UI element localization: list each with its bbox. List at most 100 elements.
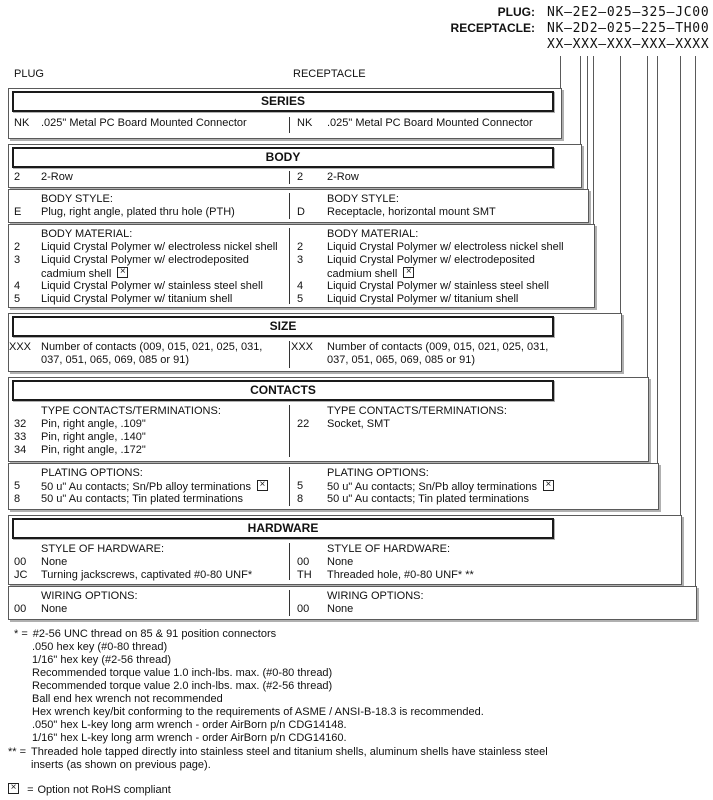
hardware-row-desc: None bbox=[41, 556, 68, 568]
plug-part-number-value: NK–2E2–025–325–JC00 bbox=[547, 5, 710, 20]
section-body: BODY 2 2-Row 2 2-Row bbox=[8, 144, 582, 188]
hardware-row-desc: None bbox=[327, 556, 354, 568]
material-row-desc: Liquid Crystal Polymer w/ stainless stee… bbox=[41, 280, 263, 292]
contact-row-code: 34 bbox=[14, 444, 27, 456]
contact-row-code: 33 bbox=[14, 431, 27, 443]
body-style-label-plug: BODY STYLE: bbox=[41, 193, 113, 205]
column-divider bbox=[289, 341, 290, 368]
hardware-row-desc: Turning jackscrews, captivated #0-80 UNF… bbox=[41, 569, 253, 581]
body-style-label-receptacle: BODY STYLE: bbox=[327, 193, 399, 205]
section-plating: PLATING OPTIONS: PLATING OPTIONS: 5 50 u… bbox=[8, 463, 659, 510]
material-row-desc: Liquid Crystal Polymer w/ electrodeposit… bbox=[327, 254, 535, 266]
material-row-code: 2 bbox=[14, 241, 21, 253]
size-plug-desc2: 037, 051, 065, 069, 085 or 91) bbox=[41, 354, 190, 366]
footnote-double-star: ** =Threaded hole tapped directly into s… bbox=[8, 746, 548, 759]
plating-row-code: 5 bbox=[297, 480, 304, 492]
not-rohs-icon bbox=[256, 480, 268, 491]
section-body-style: BODY STYLE: BODY STYLE: E Plug, right an… bbox=[8, 189, 589, 223]
hardware-style-label-receptacle: STYLE OF HARDWARE: bbox=[327, 543, 451, 555]
series-plug-code: NK bbox=[14, 117, 30, 129]
material-row-desc: Liquid Crystal Polymer w/ stainless stee… bbox=[327, 280, 549, 292]
body-style-plug-code: E bbox=[14, 206, 22, 218]
size-receptacle-code: XXX bbox=[291, 341, 314, 353]
column-divider bbox=[289, 171, 290, 184]
material-row-code: 5 bbox=[14, 293, 21, 305]
not-rohs-icon bbox=[117, 267, 129, 278]
section-body-material: BODY MATERIAL: BODY MATERIAL: 2 Liquid C… bbox=[8, 224, 595, 308]
footnote-line: 1/16" hex L-key long arm wrench - order … bbox=[32, 732, 347, 744]
footnote-line: Recommended torque value 2.0 inch-lbs. m… bbox=[32, 680, 333, 692]
not-rohs-icon bbox=[8, 783, 19, 794]
body-material-label-plug: BODY MATERIAL: bbox=[41, 228, 133, 240]
material-row-desc-wrap: cadmium shell bbox=[41, 267, 129, 281]
body-receptacle-desc: 2-Row bbox=[327, 171, 359, 183]
plating-row-desc: 50 u" Au contacts; Sn/Pb alloy terminati… bbox=[41, 481, 251, 493]
body-plug-code: 2 bbox=[14, 171, 21, 183]
size-plug-code: XXX bbox=[9, 341, 32, 353]
section-series: SERIES NK .025" Metal PC Board Mounted C… bbox=[8, 88, 562, 139]
column-divider bbox=[289, 117, 290, 133]
wiring-receptacle-desc: None bbox=[327, 603, 354, 615]
footnote-line: Ball end hex wrench not recommended bbox=[32, 693, 223, 705]
plating-row-code: 8 bbox=[297, 493, 304, 505]
body-material-label-receptacle: BODY MATERIAL: bbox=[327, 228, 419, 240]
contact-row-code: 32 bbox=[14, 418, 27, 430]
column-divider bbox=[289, 405, 290, 457]
contact-row-desc: Pin, right angle, .140" bbox=[41, 431, 146, 443]
material-row-desc: Liquid Crystal Polymer w/ electrodeposit… bbox=[41, 254, 249, 266]
connector-line-series bbox=[560, 56, 561, 88]
hardware-row-code: TH bbox=[297, 569, 312, 581]
footnote-star: * =#2-56 UNC thread on 85 & 91 position … bbox=[14, 628, 276, 641]
column-divider bbox=[289, 590, 290, 616]
contacts-header: CONTACTS bbox=[12, 380, 554, 401]
section-size: SIZE XXX Number of contacts (009, 015, 0… bbox=[8, 313, 622, 372]
part-number-mask: XX–XXX–XXX–XXX–XXXX bbox=[547, 37, 710, 52]
connector-line-body-material bbox=[593, 56, 594, 224]
body-style-receptacle-desc: Receptacle, horizontal mount SMT bbox=[327, 206, 496, 218]
material-row-code: 5 bbox=[297, 293, 304, 305]
column-divider bbox=[289, 228, 290, 304]
footnote-double-star-prefix: ** = bbox=[8, 746, 27, 758]
section-wiring: WIRING OPTIONS: WIRING OPTIONS: 00 None … bbox=[8, 586, 697, 620]
material-row-code: 3 bbox=[14, 254, 21, 266]
body-style-receptacle-code: D bbox=[297, 206, 305, 218]
connector-line-plating bbox=[657, 56, 658, 463]
plating-row-desc: 50 u" Au contacts; Tin plated terminatio… bbox=[41, 493, 244, 505]
contacts-type-label-receptacle: TYPE CONTACTS/TERMINATIONS: bbox=[327, 405, 507, 417]
footnote-line: 1/16" hex key (#2-56 thread) bbox=[32, 654, 172, 666]
hardware-row-code: 00 bbox=[297, 556, 310, 568]
footnote-line: Recommended torque value 1.0 inch-lbs. m… bbox=[32, 667, 333, 679]
body-header: BODY bbox=[12, 147, 554, 168]
body-style-plug-desc: Plug, right angle, plated thru hole (PTH… bbox=[41, 206, 235, 218]
body-plug-desc: 2-Row bbox=[41, 171, 73, 183]
not-rohs-icon bbox=[403, 267, 415, 278]
series-receptacle-desc: .025" Metal PC Board Mounted Connector bbox=[327, 117, 533, 129]
series-plug-desc: .025" Metal PC Board Mounted Connector bbox=[41, 117, 247, 129]
plating-row-desc: 50 u" Au contacts; Tin plated terminatio… bbox=[327, 493, 530, 505]
material-row-desc-wrap: cadmium shell bbox=[327, 267, 415, 281]
connector-line-size bbox=[620, 56, 621, 313]
material-row-code: 4 bbox=[297, 280, 304, 292]
rohs-legend: =Option not RoHS compliant bbox=[8, 783, 171, 797]
plating-label-plug: PLATING OPTIONS: bbox=[41, 467, 143, 479]
connector-line-hardware bbox=[680, 56, 681, 515]
hardware-row-code: 00 bbox=[14, 556, 27, 568]
series-header: SERIES bbox=[12, 91, 554, 112]
footnote-double-star-line2: inserts (as shown on previous page). bbox=[31, 759, 211, 771]
contacts-type-label-plug: TYPE CONTACTS/TERMINATIONS: bbox=[41, 405, 221, 417]
size-plug-desc: Number of contacts (009, 015, 021, 025, … bbox=[41, 341, 263, 353]
series-receptacle-code: NK bbox=[297, 117, 313, 129]
column-divider bbox=[289, 543, 290, 580]
rohs-legend-equals: = bbox=[27, 784, 34, 796]
material-row-desc2: cadmium shell bbox=[327, 268, 398, 280]
contact-row-code: 22 bbox=[297, 418, 310, 430]
contact-row-desc: Pin, right angle, .172" bbox=[41, 444, 146, 456]
footnote-line: .050 hex key (#0-80 thread) bbox=[32, 641, 168, 653]
plating-row-desc: 50 u" Au contacts; Sn/Pb alloy terminati… bbox=[327, 481, 537, 493]
wiring-plug-desc: None bbox=[41, 603, 68, 615]
size-receptacle-desc2: 037, 051, 065, 069, 085 or 91) bbox=[327, 354, 476, 366]
connector-line-contacts bbox=[647, 56, 648, 377]
receptacle-column-label: RECEPTACLE bbox=[293, 68, 366, 80]
connector-line-body bbox=[580, 56, 581, 144]
